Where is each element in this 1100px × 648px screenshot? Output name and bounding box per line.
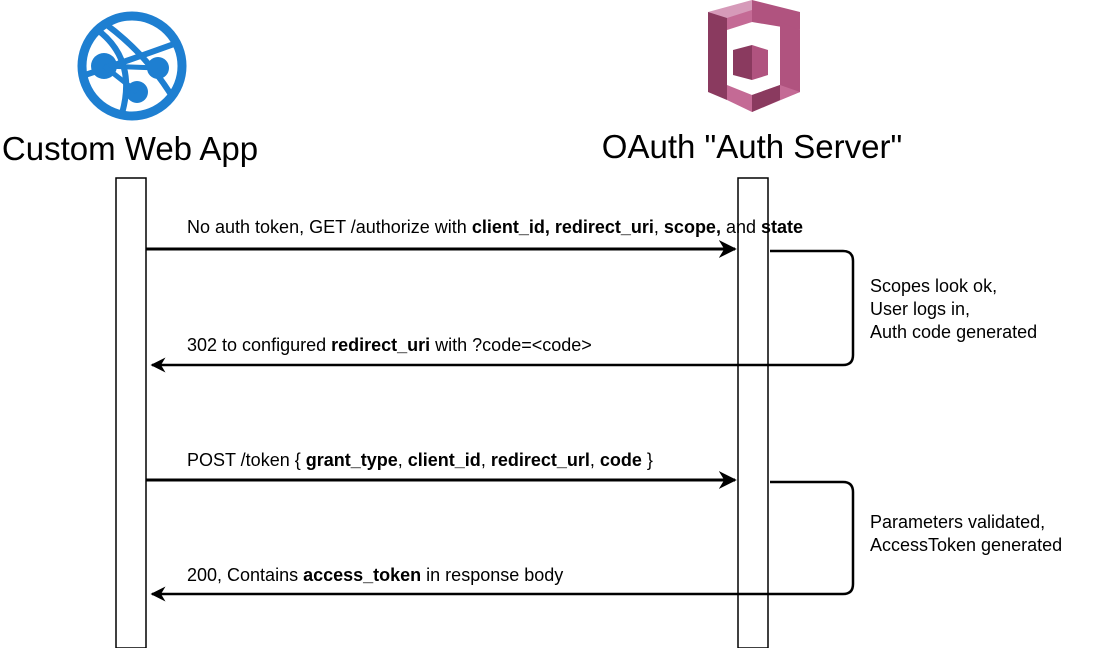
- note-line: Auth code generated: [870, 322, 1037, 342]
- message-text-part: ,: [481, 450, 491, 470]
- message-text-part: code: [600, 450, 642, 470]
- message-redirect-label: 302 to configured redirect_uri with ?cod…: [187, 335, 592, 355]
- message-text-part: redirect_uri: [331, 335, 430, 355]
- note-line: Scopes look ok,: [870, 276, 997, 296]
- message-text-part: grant_type: [306, 450, 398, 470]
- note-line: AccessToken generated: [870, 535, 1062, 555]
- actor-title-auth-server: OAuth "Auth Server": [602, 128, 902, 165]
- note-auth-code-generated: Scopes look ok, User logs in, Auth code ge…: [870, 276, 1037, 342]
- message-text-part: state: [761, 217, 803, 237]
- web-app-globe-icon: [77, 11, 187, 121]
- message-text-part: 302 to configured: [187, 335, 331, 355]
- message-token-response-label: 200, Contains access_token in response b…: [187, 565, 563, 585]
- message-text-part: client_id: [408, 450, 481, 470]
- message-text-part: in response body: [421, 565, 563, 585]
- message-text-part: ,: [590, 450, 600, 470]
- aws-cognito-icon: [708, 0, 800, 112]
- message-text-part: access_token: [303, 565, 421, 585]
- note-access-token-generated: Parameters validated, AccessToken generat…: [870, 512, 1062, 555]
- message-text-part: POST /token {: [187, 450, 306, 470]
- access-token-response-loop: [150, 480, 855, 602]
- message-text-part: with ?code=<code>: [430, 335, 592, 355]
- message-text-part: redirect_url: [491, 450, 590, 470]
- message-text-part: ,: [398, 450, 408, 470]
- message-token-request-label: POST /token { grant_type, client_id, red…: [187, 450, 653, 470]
- message-text-part: client_id, redirect_uri: [472, 217, 654, 237]
- message-text-part: ,: [654, 217, 664, 237]
- actor-title-web-app: Custom Web App: [2, 130, 258, 167]
- message-text-part: 200, Contains: [187, 565, 303, 585]
- message-text-part: and: [721, 217, 761, 237]
- message-text-part: scope,: [664, 217, 721, 237]
- auth-code-response-loop: [150, 249, 855, 373]
- message-text-part: }: [642, 450, 653, 470]
- note-line: Parameters validated,: [870, 512, 1045, 532]
- message-text-part: No auth token, GET /authorize with: [187, 217, 472, 237]
- note-line: User logs in,: [870, 299, 970, 319]
- lifeline-web-app: [115, 177, 147, 648]
- lifeline-auth-server: [737, 177, 769, 648]
- message-authorize-request-label: No auth token, GET /authorize with clien…: [187, 217, 803, 237]
